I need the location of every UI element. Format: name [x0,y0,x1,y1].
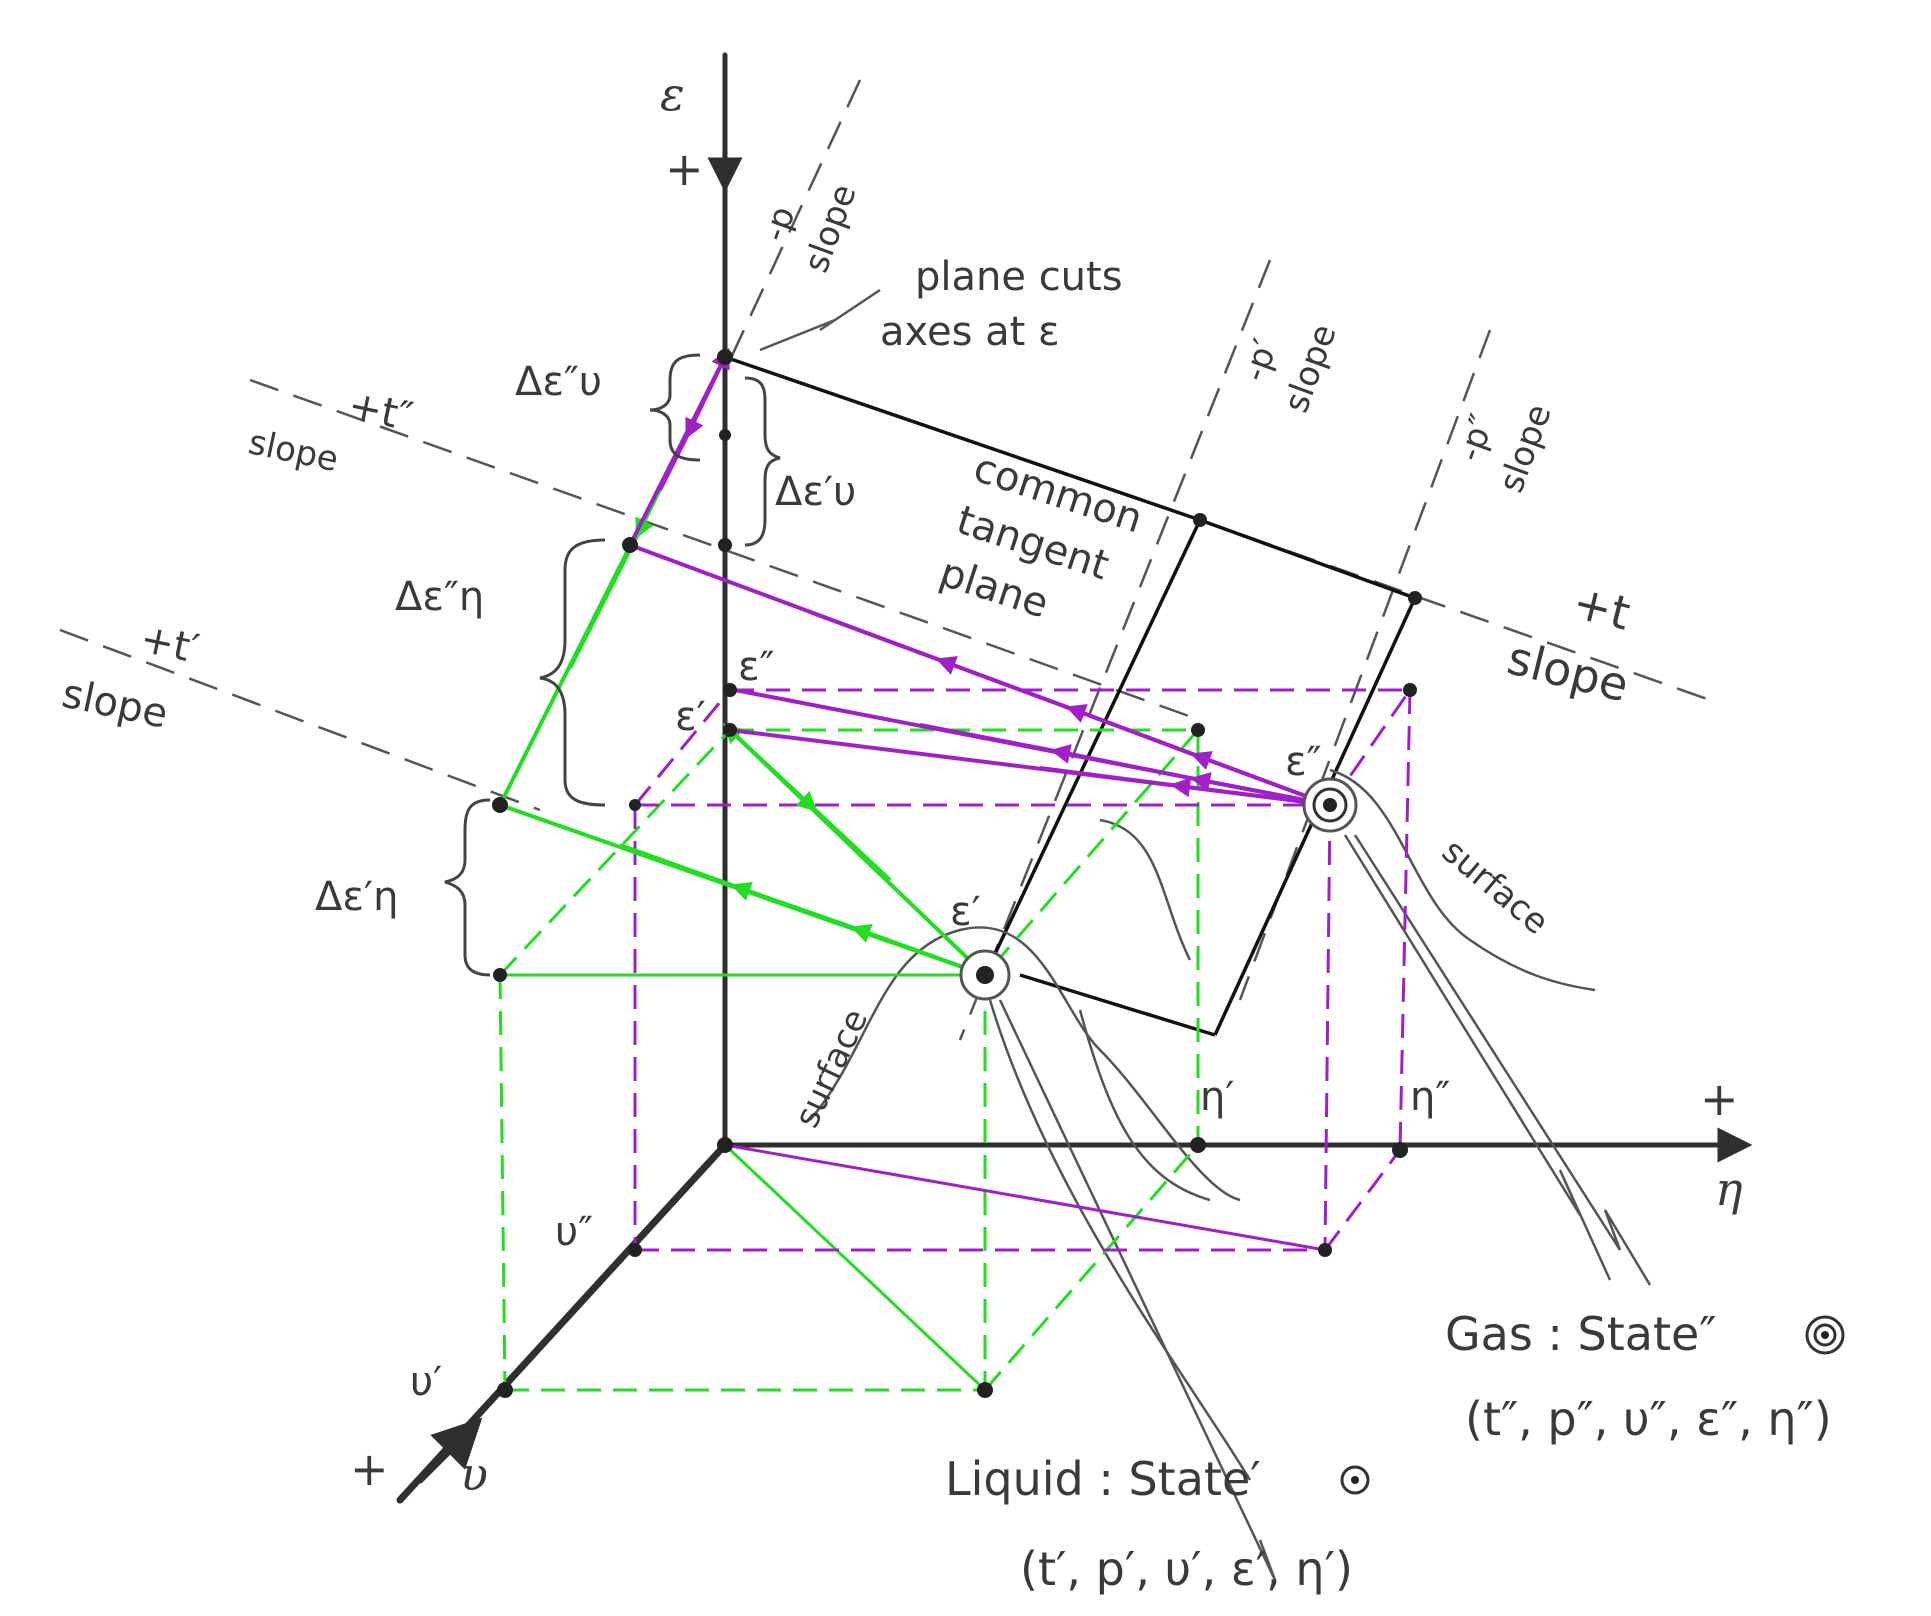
slope-guide-lines [59,79,1711,1041]
p-slope-label-top: -p slope [754,179,865,278]
svg-text:slope: slope [1276,319,1345,418]
gas-state-vars: (t″, p″, υ″, ε″, η″) [1465,1392,1832,1446]
labels: ε + + η + υ plane cuts axes at ε common … [58,67,1845,1596]
liquid-state-symbol-point [959,949,1011,1001]
svg-text:slope: slope [1502,630,1634,712]
t-prime-slope-label: +t′ slope [58,616,203,738]
p-dprime-slope-label: -p″ slope [1449,399,1560,498]
svg-text:-p: -p [754,201,803,246]
p-prime-slope-line [958,259,1272,1041]
surface-label-left: surface [787,1003,876,1134]
surface-curves [809,768,1652,1581]
svg-text:slope: slope [245,422,342,480]
v-axis-plus: + [350,1442,389,1496]
delta-e-prime-v-label: Δε′υ [775,469,856,515]
svg-text:+t′: +t′ [136,616,203,673]
eta-dprime-label: η″ [1410,1074,1450,1120]
liquid-state-title-symbol [1340,1465,1370,1495]
delta-braces [444,353,781,977]
svg-text:+t″: +t″ [344,382,416,440]
epsilon-axis-label: ε [660,67,685,121]
svg-text:slope: slope [796,179,865,278]
t-slope-label: +t slope [1502,575,1636,713]
svg-text:+t: +t [1568,575,1636,641]
svg-text:-p′: -p′ [1234,334,1286,387]
surface-curve-left [809,926,1241,1202]
epsilon-axis-plus: + [665,142,704,196]
delta-e-dprime-v-label: Δε″υ [515,359,602,405]
e-dprime-axis-label: ε″ [738,644,775,690]
plane-cuts-label-2: axes at ε [880,309,1060,355]
v-prime-label: υ′ [410,1359,442,1405]
p-slope-line-top [728,79,862,361]
eta-axis-label: η [1715,1162,1743,1216]
v-axis-label: υ [460,1447,488,1501]
delta-e-prime-eta-label: Δε′η [315,874,398,920]
svg-text:slope: slope [58,671,172,738]
e-dprime-state-label: ε″ [1285,739,1322,785]
liquid-state-title: Liquid : State′ [945,1452,1261,1506]
gas-state-title-symbol [1805,1315,1845,1355]
gas-state-symbol-point [1302,777,1358,833]
p-dprime-slope-line [1238,329,1492,1001]
t-prime-slope-line [59,628,541,812]
common-tangent-plane [724,355,1417,1037]
points [492,349,1422,1398]
surface-curve-right [1329,768,1596,992]
e-prime-axis-label: ε′ [675,694,706,740]
eta-axis-plus: + [1700,1072,1739,1126]
point-epsilon-intercept [717,349,733,365]
brace-delta-e-prime-eta [444,798,491,977]
v-dprime-label: υ″ [555,1209,593,1255]
plane-cuts-label-1: plane cuts [915,254,1123,300]
svg-text:slope: slope [1491,399,1560,498]
liquid-state-vars: (t′, p′, υ′, ε′, η′) [1020,1542,1353,1596]
gas-state-title: Gas : State″ [1445,1307,1717,1361]
e-prime-state-label: ε′ [950,889,981,935]
brace-delta-e-dprime-v [649,353,701,462]
eta-prime-label: η′ [1200,1074,1234,1120]
gas-arrows [628,347,1340,814]
delta-e-dprime-eta-label: Δε″η [395,574,484,620]
v-axis-arrow [416,1417,483,1484]
brace-delta-e-dprime-eta [539,538,606,807]
axes [396,52,1753,1504]
brace-delta-e-prime-v [744,376,781,547]
t-dprime-slope-label: +t″ slope [245,382,417,480]
common-tangent-plane-label: common tangent plane [934,445,1148,628]
